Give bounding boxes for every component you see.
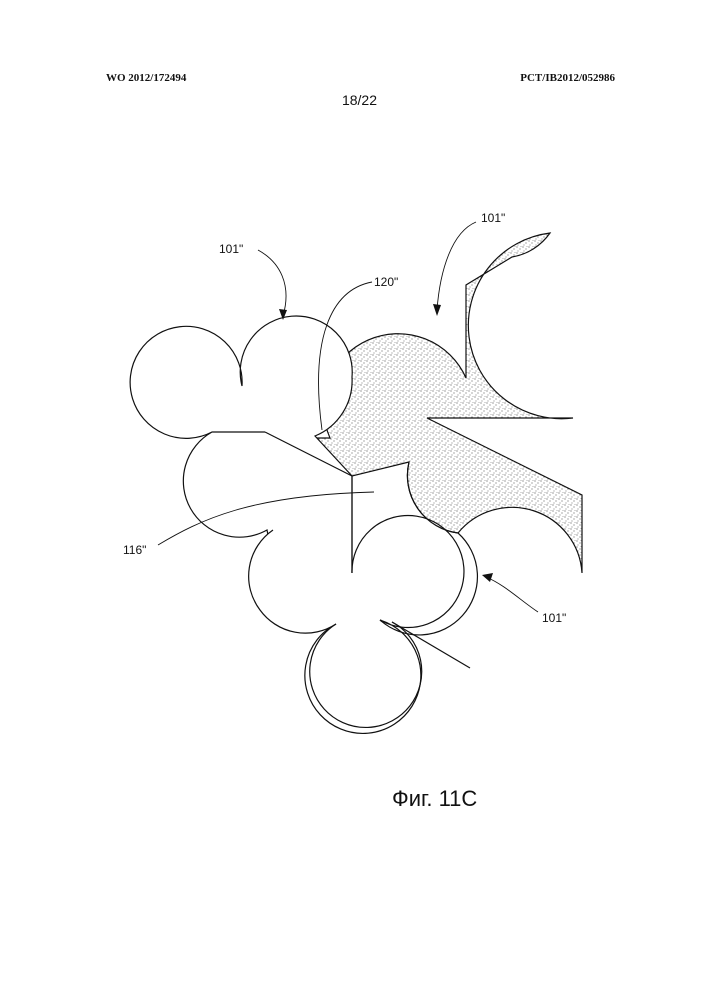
label-101-bottom-right: 101": [542, 611, 566, 625]
arrow-101-left: [258, 250, 286, 316]
arrow-101-top-head: [433, 304, 441, 316]
figure-caption: Фиг. 11C: [392, 786, 477, 812]
left-clover-element: [130, 316, 352, 580]
arrow-101-bottom-right: [486, 577, 538, 612]
label-120: 120": [374, 275, 398, 289]
arrow-101-bottom-right-head: [482, 573, 493, 582]
label-116: 116": [123, 543, 146, 557]
label-101-left: 101": [219, 242, 243, 256]
label-101-top: 101": [481, 211, 505, 225]
bottom-clover-element: [249, 515, 464, 733]
